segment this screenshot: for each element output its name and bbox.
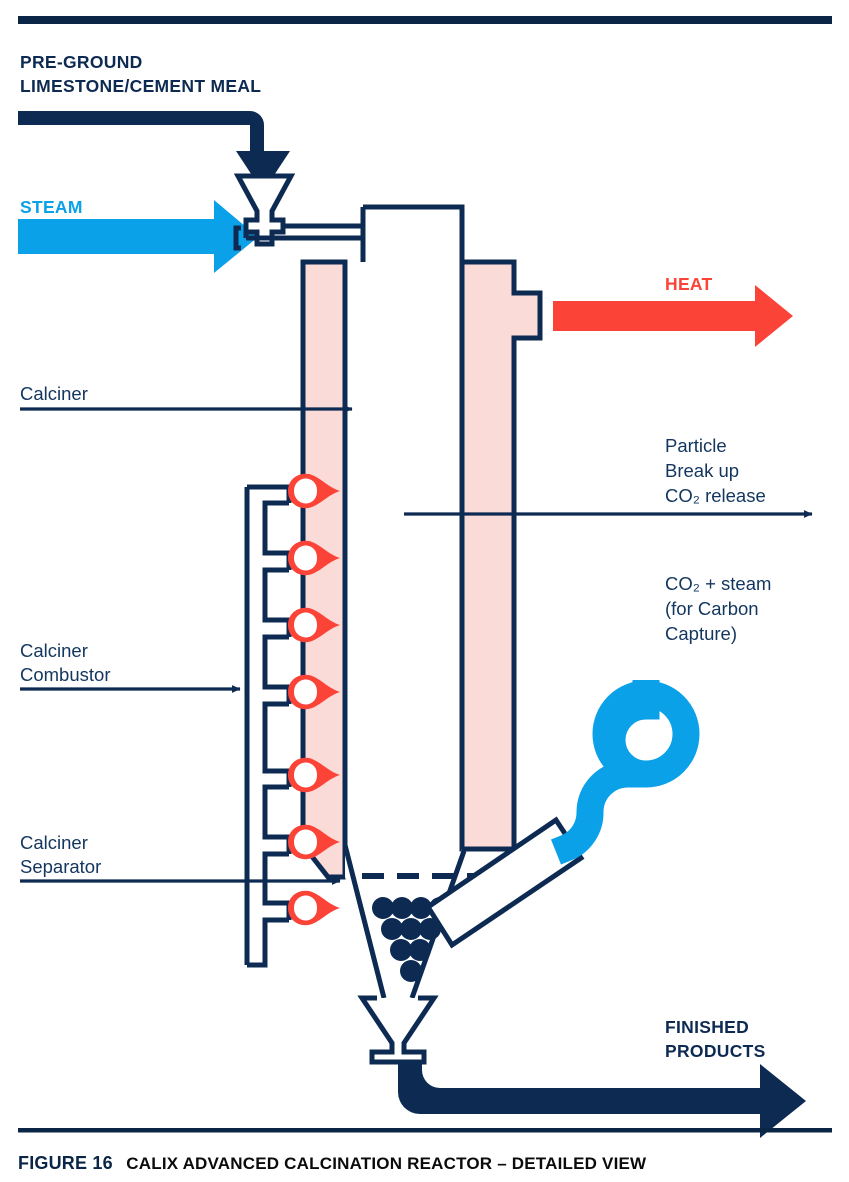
burner-flame	[288, 473, 340, 509]
burner-flame	[288, 540, 340, 576]
burner-flames-group	[288, 473, 340, 926]
callout-leader-lines	[20, 405, 813, 885]
callout-combustor-line1: Calciner	[20, 640, 88, 661]
caption-divider-rule	[18, 1128, 832, 1133]
callout-particle-line3: CO₂ release	[665, 485, 766, 506]
feed-label-line1: PRE-GROUND	[20, 52, 143, 72]
inlet-piping	[233, 223, 363, 251]
callout-separator-line1: Calciner	[20, 832, 88, 853]
burner-flame	[288, 757, 340, 793]
callout-separator-line2: Separator	[20, 856, 101, 877]
figure-caption: FIGURE 16 CALIX ADVANCED CALCINATION REA…	[18, 1153, 647, 1173]
heat-label: HEAT	[665, 274, 713, 294]
burner-flame	[288, 607, 340, 643]
callout-particle-line1: Particle	[665, 435, 727, 456]
calciner-column-top	[363, 204, 465, 262]
burner-flame	[288, 890, 340, 926]
feed-label-line2: LIMESTONE/CEMENT MEAL	[20, 76, 261, 96]
callout-capture-line2: (for Carbon	[665, 598, 759, 619]
callout-calciner-line1: Calciner	[20, 383, 88, 404]
figure-caption-text: CALIX ADVANCED CALCINATION REACTOR – DET…	[126, 1154, 647, 1173]
finished-products-arrow	[398, 1064, 806, 1138]
calciner-left-jacket	[300, 259, 348, 880]
callout-combustor-line2: Combustor	[20, 664, 110, 685]
figure-number: FIGURE 16	[18, 1153, 113, 1173]
steam-flow-arrow	[18, 200, 258, 273]
products-label-line1: FINISHED	[665, 1017, 749, 1037]
products-label-line2: PRODUCTS	[665, 1041, 766, 1061]
calciner-combustor-manifold	[244, 484, 292, 968]
feed-hopper	[233, 173, 296, 247]
heat-flow-arrow	[553, 285, 793, 347]
burner-flame	[288, 824, 340, 860]
callout-particle-line2: Break up	[665, 460, 739, 481]
co2-capture-pipe	[550, 680, 700, 865]
steam-label: STEAM	[20, 197, 83, 217]
calciner-right-jacket	[459, 259, 543, 852]
burner-flame	[288, 674, 340, 710]
top-divider-rule	[18, 16, 832, 24]
callout-capture-line3: Capture)	[665, 623, 737, 644]
callout-capture-line1: CO₂ + steam	[665, 573, 771, 594]
